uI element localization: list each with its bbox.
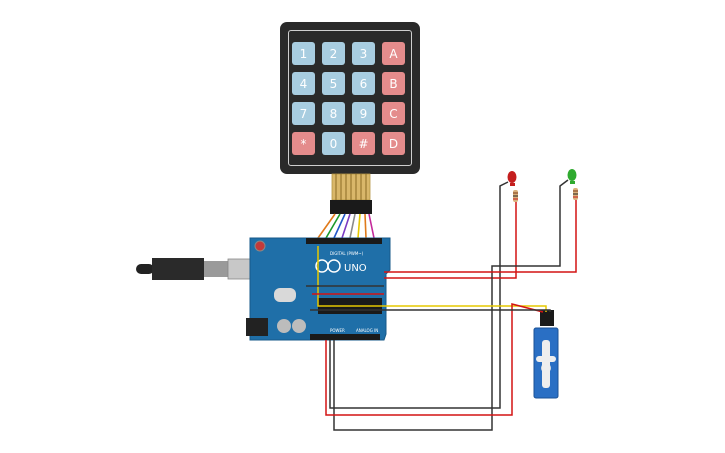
keypad-key-2[interactable]: 2 <box>322 42 345 65</box>
keypad-ribbon-cable <box>331 173 371 201</box>
green-led-signal-wire <box>384 200 577 273</box>
green-led-resistor[interactable] <box>573 188 578 200</box>
keypad-key-8[interactable]: 8 <box>322 102 345 125</box>
servo-motor[interactable] <box>533 310 559 399</box>
circuit-wires <box>306 179 577 431</box>
analog-header-label: ANALOG IN <box>356 328 378 333</box>
keypad-key-hash[interactable]: # <box>352 132 375 155</box>
keypad-key-6[interactable]: 6 <box>352 72 375 95</box>
keypad-key-c[interactable]: C <box>382 102 405 125</box>
arduino-model-label: UNO <box>344 263 367 274</box>
digital-header-label: DIGITAL (PWM~) <box>330 251 364 256</box>
keypad-key-1[interactable]: 1 <box>292 42 315 65</box>
keypad-key-7[interactable]: 7 <box>292 102 315 125</box>
red-led-ground-wire <box>329 181 509 409</box>
red-led-signal-wire <box>384 202 517 279</box>
keypad-data-wires <box>317 213 375 239</box>
keypad-key-4[interactable]: 4 <box>292 72 315 95</box>
keypad-face <box>288 30 412 166</box>
keypad-key-star[interactable]: * <box>292 132 315 155</box>
keypad-key-d[interactable]: D <box>382 132 405 155</box>
servo-signal-wire <box>317 246 547 312</box>
keypad-key-3[interactable]: 3 <box>352 42 375 65</box>
green-led-ground-wire <box>333 179 569 431</box>
arduino-uno-board[interactable]: UNO DIGITAL (PWM~) POWER ANALOG IN <box>246 237 391 341</box>
keypad-key-a[interactable]: A <box>382 42 405 65</box>
servo-power-wire <box>325 303 544 416</box>
keypad-key-b[interactable]: B <box>382 72 405 95</box>
red-led[interactable] <box>507 171 517 186</box>
keypad-key-5[interactable]: 5 <box>322 72 345 95</box>
keypad-header-connector <box>330 200 372 214</box>
power-header-label: POWER <box>330 328 345 333</box>
green-led[interactable] <box>567 169 577 184</box>
servo-ground-wire <box>310 309 551 312</box>
red-led-resistor[interactable] <box>513 190 518 202</box>
keypad-key-0[interactable]: 0 <box>322 132 345 155</box>
keypad-key-9[interactable]: 9 <box>352 102 375 125</box>
usb-cable <box>136 258 255 280</box>
